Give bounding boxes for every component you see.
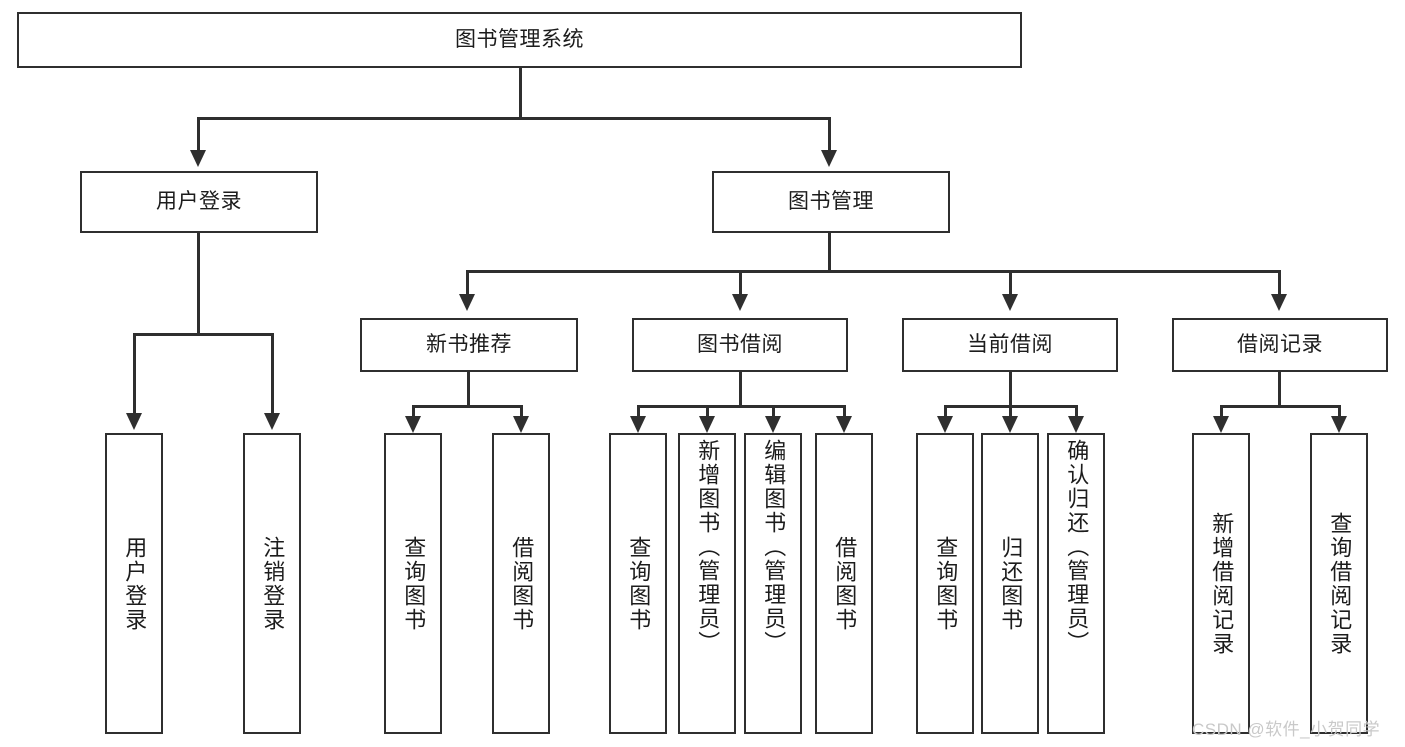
arrowhead-bb-leaf-4 (836, 416, 852, 433)
connector-nbr-drop-2 (520, 405, 523, 418)
connector-root-stem (519, 68, 522, 118)
connector-bm-drop-1 (466, 270, 469, 296)
node-label: 图书借阅 (697, 332, 783, 356)
connector-root-drop-right (828, 117, 831, 152)
connector-book-management-stem (828, 233, 831, 271)
csdn-watermark: CSDN @软件_小贺同学 (1192, 720, 1381, 739)
node-label: 用户登录 (156, 189, 242, 213)
leaf-borrow-book-nbr[interactable]: 借阅图书 (492, 433, 550, 734)
leaf-label: 新增借阅记录 (1209, 511, 1235, 656)
arrowhead-to-book-borrow (732, 294, 748, 311)
leaf-label: 借阅图书 (832, 535, 858, 632)
node-user-login[interactable]: 用户登录 (80, 171, 318, 233)
arrowhead-bb-leaf-1 (630, 416, 646, 433)
arrowhead-to-user-login (190, 150, 206, 167)
leaf-borrow-book-bb[interactable]: 借阅图书 (815, 433, 873, 734)
leaf-edit-book-admin[interactable]: 编辑图书（管理员） (744, 433, 802, 734)
connector-nbr-stem (467, 372, 470, 406)
leaf-add-book-admin[interactable]: 新增图书（管理员） (678, 433, 736, 734)
arrowhead-bb-leaf-2 (699, 416, 715, 433)
node-root-book-management-system[interactable]: 图书管理系统 (17, 12, 1022, 68)
leaf-label: 新增图书（管理员） (695, 439, 721, 655)
leaf-confirm-return-admin[interactable]: 确认归还（管理员） (1047, 433, 1105, 734)
connector-root-bar (197, 117, 831, 120)
leaf-label: 确认归还（管理员） (1064, 439, 1090, 655)
arrowhead-to-book-management (821, 150, 837, 167)
connector-user-login-bar (133, 333, 274, 336)
arrowhead-to-current-borrow (1002, 294, 1018, 311)
node-current-borrow[interactable]: 当前借阅 (902, 318, 1118, 372)
leaf-label: 用户登录 (122, 535, 148, 632)
connector-br-stem (1278, 372, 1281, 406)
arrowhead-to-borrow-record (1271, 294, 1287, 311)
node-borrow-record[interactable]: 借阅记录 (1172, 318, 1388, 372)
connector-bm-drop-3 (1009, 270, 1012, 296)
leaf-logout[interactable]: 注销登录 (243, 433, 301, 734)
connector-bb-drop-1 (637, 405, 640, 418)
connector-nbr-drop-1 (412, 405, 415, 418)
connector-nbr-bar (412, 405, 522, 408)
connector-cb-drop-2 (1009, 405, 1012, 418)
leaf-add-borrow-record[interactable]: 新增借阅记录 (1192, 433, 1250, 734)
leaf-query-book-bb[interactable]: 查询图书 (609, 433, 667, 734)
connector-cb-drop-3 (1075, 405, 1078, 418)
leaf-user-login[interactable]: 用户登录 (105, 433, 163, 734)
leaf-label: 借阅图书 (509, 535, 535, 632)
node-label: 新书推荐 (426, 332, 512, 356)
leaf-label: 查询图书 (933, 535, 959, 632)
arrowhead-bb-leaf-3 (765, 416, 781, 433)
connector-bb-drop-3 (772, 405, 775, 418)
connector-root-drop-left (197, 117, 200, 152)
connector-user-login-drop-1 (133, 333, 136, 415)
leaf-label: 归还图书 (998, 535, 1024, 632)
leaf-query-book-cb[interactable]: 查询图书 (916, 433, 974, 734)
arrowhead-cb-leaf-2 (1002, 416, 1018, 433)
leaf-query-borrow-record[interactable]: 查询借阅记录 (1310, 433, 1368, 734)
connector-bb-drop-4 (843, 405, 846, 418)
leaf-return-book[interactable]: 归还图书 (981, 433, 1039, 734)
arrowhead-cb-leaf-3 (1068, 416, 1084, 433)
node-label: 图书管理系统 (455, 27, 584, 51)
arrowhead-nbr-leaf-1 (405, 416, 421, 433)
connector-br-bar (1220, 405, 1340, 408)
connector-br-drop-1 (1220, 405, 1223, 418)
leaf-label: 编辑图书（管理员） (761, 439, 787, 655)
connector-cb-drop-1 (944, 405, 947, 418)
node-label: 借阅记录 (1237, 332, 1323, 356)
connector-user-login-drop-2 (271, 333, 274, 415)
node-label: 当前借阅 (967, 332, 1053, 356)
connector-user-login-stem (197, 233, 200, 334)
arrowhead-cb-leaf-1 (937, 416, 953, 433)
arrowhead-to-user-login-leaf (126, 413, 142, 430)
leaf-query-book-nbr[interactable]: 查询图书 (384, 433, 442, 734)
arrowhead-to-logout-leaf (264, 413, 280, 430)
connector-bb-stem (739, 372, 742, 406)
connector-br-drop-2 (1338, 405, 1341, 418)
node-new-book-recommend[interactable]: 新书推荐 (360, 318, 578, 372)
connector-bm-drop-2 (739, 270, 742, 296)
connector-bb-bar (637, 405, 845, 408)
leaf-label: 注销登录 (260, 535, 286, 632)
connector-bm-drop-4 (1278, 270, 1281, 296)
connector-book-management-bar (466, 270, 1280, 273)
node-book-borrow[interactable]: 图书借阅 (632, 318, 848, 372)
leaf-label: 查询图书 (626, 535, 652, 632)
arrowhead-br-leaf-2 (1331, 416, 1347, 433)
node-label: 图书管理 (788, 189, 874, 213)
arrowhead-br-leaf-1 (1213, 416, 1229, 433)
node-book-management[interactable]: 图书管理 (712, 171, 950, 233)
arrowhead-nbr-leaf-2 (513, 416, 529, 433)
leaf-label: 查询图书 (401, 535, 427, 632)
connector-bb-drop-2 (706, 405, 709, 418)
connector-cb-stem (1009, 372, 1012, 406)
arrowhead-to-new-book-recommend (459, 294, 475, 311)
leaf-label: 查询借阅记录 (1327, 511, 1353, 656)
